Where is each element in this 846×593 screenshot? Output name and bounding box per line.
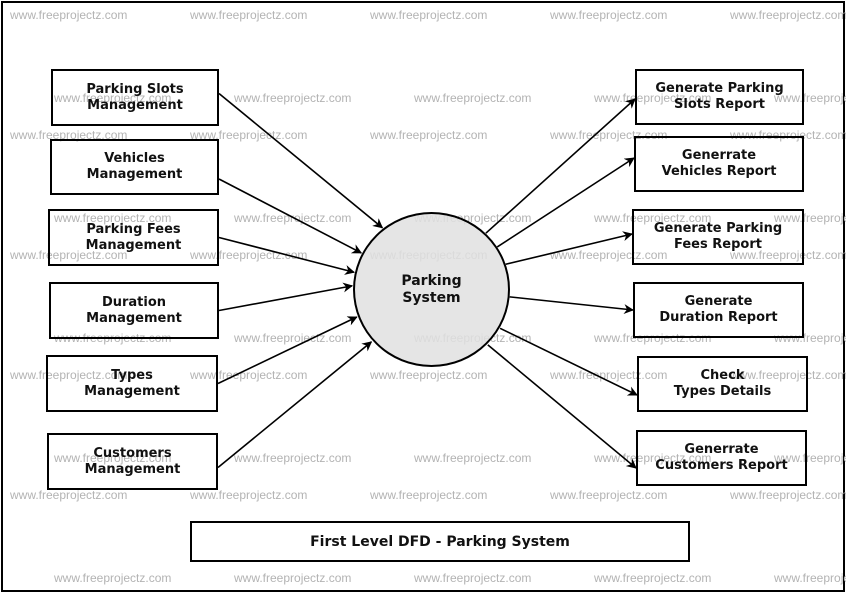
entity-label: Duration Management <box>86 294 182 326</box>
watermark-text: www.freeprojectz.com <box>234 451 352 465</box>
watermark-text: www.freeprojectz.com <box>190 128 308 142</box>
watermark-text: www.freeprojectz.com <box>190 368 308 382</box>
entity-types-management[interactable]: Types Management <box>46 355 218 412</box>
flow-arrow-check-types-details <box>499 327 638 396</box>
watermark-text: www.freeprojectz.com <box>730 488 846 502</box>
watermark-text: www.freeprojectz.com <box>234 91 352 105</box>
entity-parking-slots-management[interactable]: Parking Slots Management <box>51 69 219 126</box>
watermark-text: www.freeprojectz.com <box>234 571 352 585</box>
watermark-text: www.freeprojectz.com <box>594 331 712 345</box>
entity-label: Generrate Customers Report <box>655 442 788 473</box>
process-label: Parking System <box>401 272 462 306</box>
flow-arrow-parking-slots-management <box>218 92 384 229</box>
entity-parking-fees-management[interactable]: Parking Fees Management <box>48 209 219 266</box>
watermark-text: www.freeprojectz.com <box>774 211 846 225</box>
watermark-text: www.freeprojectz.com <box>190 8 308 22</box>
watermark-text: www.freeprojectz.com <box>550 488 668 502</box>
entity-generate-duration-report[interactable]: Generate Duration Report <box>633 282 804 338</box>
entity-label: Parking Slots Management <box>86 81 184 113</box>
flow-arrow-duration-management <box>218 282 354 312</box>
watermark-text: www.freeprojectz.com <box>594 211 712 225</box>
entity-label: Generate Parking Slots Report <box>655 81 784 112</box>
entity-label: Customers Management <box>84 445 181 477</box>
entity-label: Generate Parking Fees Report <box>653 221 783 252</box>
entity-label: Parking Fees Management <box>85 221 182 253</box>
flow-arrow-generate-duration-report <box>509 296 634 315</box>
entity-generate-parking-fees-report[interactable]: Generate Parking Fees Report <box>632 209 804 265</box>
entity-generate-customers-report[interactable]: Generrate Customers Report <box>636 430 807 486</box>
watermark-text: www.freeprojectz.com <box>10 368 128 382</box>
flow-arrow-customers-management <box>217 341 373 469</box>
watermark-text: www.freeprojectz.com <box>774 571 846 585</box>
watermark-text: www.freeprojectz.com <box>190 248 308 262</box>
watermark-text: www.freeprojectz.com <box>414 451 532 465</box>
entity-check-types-details[interactable]: Check Types Details <box>637 356 808 412</box>
flow-arrow-generate-customers-report <box>487 344 637 469</box>
entity-duration-management[interactable]: Duration Management <box>49 282 219 339</box>
entity-label: Generrate Vehicles Report <box>661 148 777 179</box>
entity-label: Types Management <box>84 367 180 399</box>
watermark-text: www.freeprojectz.com <box>774 331 846 345</box>
process-parking-system[interactable]: Parking System <box>353 212 510 367</box>
watermark-text: www.freeprojectz.com <box>190 488 308 502</box>
watermark-text: www.freeprojectz.com <box>550 248 668 262</box>
watermark-text: www.freeprojectz.com <box>54 571 172 585</box>
watermark-text: www.freeprojectz.com <box>594 571 712 585</box>
entity-label: Check Types Details <box>673 368 772 399</box>
watermark-text: www.freeprojectz.com <box>10 488 128 502</box>
flow-arrow-generate-parking-slots-report <box>485 98 636 234</box>
flow-arrow-generate-parking-fees-report <box>505 231 633 266</box>
watermark-text: www.freeprojectz.com <box>10 248 128 262</box>
watermark-text: www.freeprojectz.com <box>54 211 172 225</box>
watermark-text: www.freeprojectz.com <box>730 8 846 22</box>
diagram-title-box: First Level DFD - Parking System <box>190 521 690 562</box>
watermark-text: www.freeprojectz.com <box>730 128 846 142</box>
watermark-text: www.freeprojectz.com <box>594 451 712 465</box>
watermark-text: www.freeprojectz.com <box>730 248 846 262</box>
flow-arrow-types-management <box>217 316 358 385</box>
diagram-title: First Level DFD - Parking System <box>310 533 570 550</box>
watermark-text: www.freeprojectz.com <box>774 451 846 465</box>
watermark-text: www.freeprojectz.com <box>414 91 532 105</box>
entity-label: Vehicles Management <box>86 151 183 182</box>
entity-generate-parking-slots-report[interactable]: Generate Parking Slots Report <box>635 69 804 125</box>
entity-label: Generate Duration Report <box>659 294 778 325</box>
watermark-text: www.freeprojectz.com <box>370 488 488 502</box>
watermark-text: www.freeprojectz.com <box>550 128 668 142</box>
watermark-text: www.freeprojectz.com <box>730 368 846 382</box>
watermark-text: www.freeprojectz.com <box>594 91 712 105</box>
entity-customers-management[interactable]: Customers Management <box>47 433 218 490</box>
flow-arrow-vehicles-management <box>218 178 363 254</box>
watermark-text: www.freeprojectz.com <box>54 451 172 465</box>
watermark-text: www.freeprojectz.com <box>414 571 532 585</box>
watermark-text: www.freeprojectz.com <box>10 128 128 142</box>
watermark-text: www.freeprojectz.com <box>10 8 128 22</box>
flow-arrow-parking-fees-management <box>218 236 355 275</box>
watermark-text: www.freeprojectz.com <box>370 128 488 142</box>
watermark-text: www.freeprojectz.com <box>774 91 846 105</box>
watermark-text: www.freeprojectz.com <box>550 8 668 22</box>
watermark-text: www.freeprojectz.com <box>370 368 488 382</box>
watermark-text: www.freeprojectz.com <box>54 91 172 105</box>
flow-arrow-generate-vehicles-report <box>496 157 635 248</box>
entity-generate-vehicles-report[interactable]: Generrate Vehicles Report <box>634 136 804 192</box>
entity-vehicles-management[interactable]: Vehicles Management <box>50 139 219 195</box>
watermark-text: www.freeprojectz.com <box>370 8 488 22</box>
